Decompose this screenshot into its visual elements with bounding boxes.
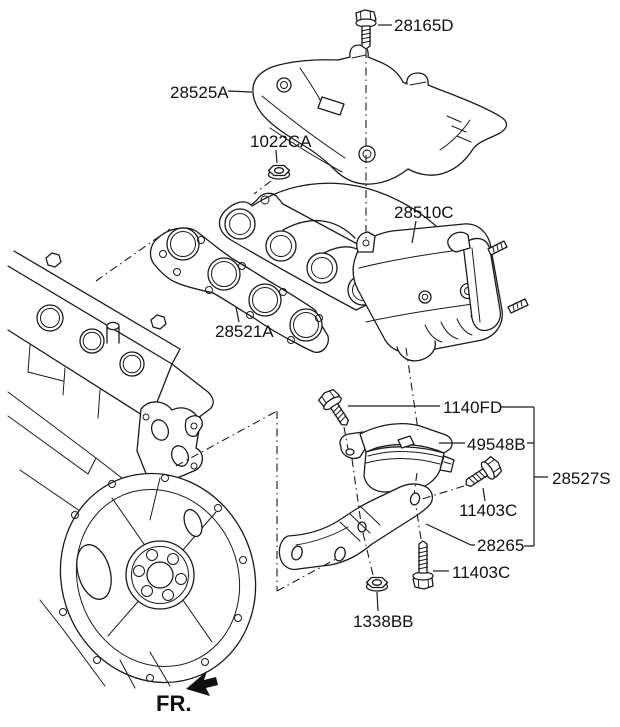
callout-28527s[interactable]: 28527S bbox=[552, 469, 611, 488]
callout-11403c-upper[interactable]: 11403C bbox=[459, 501, 517, 520]
front-arrow-icon bbox=[186, 671, 218, 696]
heat-protector-stay-drawing bbox=[339, 423, 455, 493]
callout-28521a[interactable]: 28521A bbox=[215, 322, 274, 341]
front-direction-marker: FR. bbox=[156, 671, 218, 716]
heat-protector-upper-drawing bbox=[252, 44, 508, 185]
callout-28265[interactable]: 28265 bbox=[477, 536, 524, 555]
group-bracket-28527s bbox=[501, 406, 548, 547]
bolt-11403c-upper bbox=[459, 454, 505, 494]
callout-11403c-lower[interactable]: 11403C bbox=[452, 563, 510, 582]
nut-1022ca bbox=[267, 164, 291, 180]
front-marker-label: FR. bbox=[156, 691, 191, 716]
nut-1338bb bbox=[365, 576, 389, 592]
leader-lines bbox=[227, 24, 548, 612]
callout-28510c[interactable]: 28510C bbox=[394, 203, 454, 222]
exhaust-manifold-drawing bbox=[218, 182, 529, 362]
engine-block-drawing bbox=[7, 250, 257, 689]
callout-28525a[interactable]: 28525A bbox=[170, 83, 229, 102]
manifold-gasket-drawing bbox=[149, 227, 329, 353]
bolt-28165d bbox=[355, 9, 377, 50]
callout-1022ca[interactable]: 1022CA bbox=[250, 132, 312, 151]
callout-28165d[interactable]: 28165D bbox=[394, 16, 454, 35]
bolt-11403c-lower bbox=[412, 540, 434, 590]
callout-1338bb[interactable]: 1338BB bbox=[353, 612, 414, 631]
bolt-1140fd bbox=[316, 386, 356, 432]
support-stay-drawing bbox=[278, 483, 434, 571]
assembly-centerlines bbox=[95, 50, 465, 592]
callout-1140fd[interactable]: 1140FD bbox=[443, 398, 502, 417]
callout-49548b[interactable]: 49548B bbox=[467, 435, 526, 454]
